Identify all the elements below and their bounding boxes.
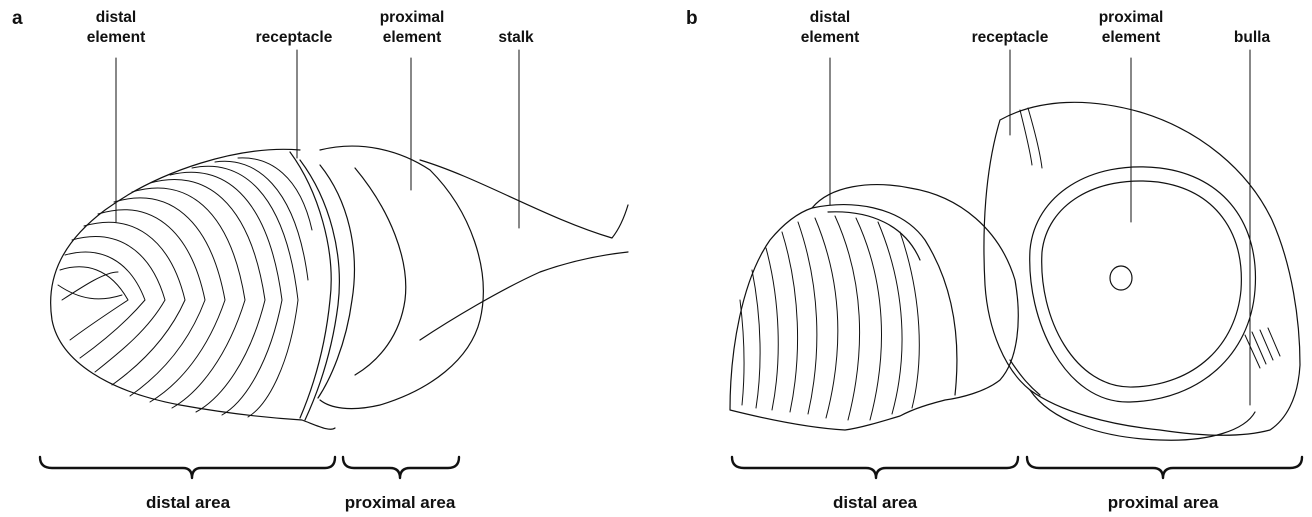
label-distal-element-a-2: element bbox=[87, 29, 146, 46]
proximal-element-face-b bbox=[1042, 181, 1242, 387]
label-distal-element-a-1: distal bbox=[96, 9, 136, 26]
base-join-b bbox=[1010, 360, 1040, 395]
label-distal-element-b-2: element bbox=[801, 29, 860, 46]
panel-a: a bbox=[12, 8, 628, 512]
label-bulla-b: bulla bbox=[1234, 29, 1271, 46]
distal-element-ridge-b bbox=[812, 205, 957, 395]
label-distal-area-a: distal area bbox=[146, 493, 231, 512]
label-receptacle-b: receptacle bbox=[972, 29, 1049, 46]
label-distal-area-b: distal area bbox=[833, 493, 918, 512]
label-receptacle-a: receptacle bbox=[256, 29, 333, 46]
brace-proximal-area-a bbox=[343, 457, 459, 478]
label-proximal-element-a-1: proximal bbox=[380, 9, 445, 26]
bulla-outline-b bbox=[1030, 390, 1255, 440]
distal-element-outline bbox=[51, 149, 335, 429]
label-stalk-a: stalk bbox=[498, 29, 534, 46]
panel-b: b bbox=[686, 8, 1302, 512]
distal-lamellae-b bbox=[740, 216, 919, 420]
panel-b-letter: b bbox=[686, 8, 698, 29]
proximal-element-ridge bbox=[355, 168, 406, 375]
label-proximal-area-a: proximal area bbox=[345, 493, 456, 512]
proximal-element-outline bbox=[320, 146, 483, 409]
label-proximal-element-b-2: element bbox=[1102, 29, 1161, 46]
distal-lamellae bbox=[58, 158, 312, 417]
label-proximal-area-b: proximal area bbox=[1108, 493, 1219, 512]
brace-proximal-area-b bbox=[1027, 457, 1302, 478]
brace-distal-area-a bbox=[40, 457, 335, 478]
proximal-element-pore-b bbox=[1110, 266, 1132, 290]
proximal-element-ring-b bbox=[1030, 167, 1256, 402]
stalk-outline bbox=[420, 160, 628, 340]
label-proximal-element-b-1: proximal bbox=[1099, 9, 1164, 26]
receptacle-inner bbox=[300, 160, 339, 420]
label-distal-element-b-1: distal bbox=[810, 9, 850, 26]
brace-distal-area-b bbox=[732, 457, 1018, 478]
panel-a-letter: a bbox=[12, 8, 23, 29]
receptacle-outline-b bbox=[984, 102, 1300, 435]
distal-element-outline-b bbox=[730, 185, 1018, 430]
hatching-b bbox=[1020, 108, 1280, 368]
label-proximal-element-a-2: element bbox=[383, 29, 442, 46]
